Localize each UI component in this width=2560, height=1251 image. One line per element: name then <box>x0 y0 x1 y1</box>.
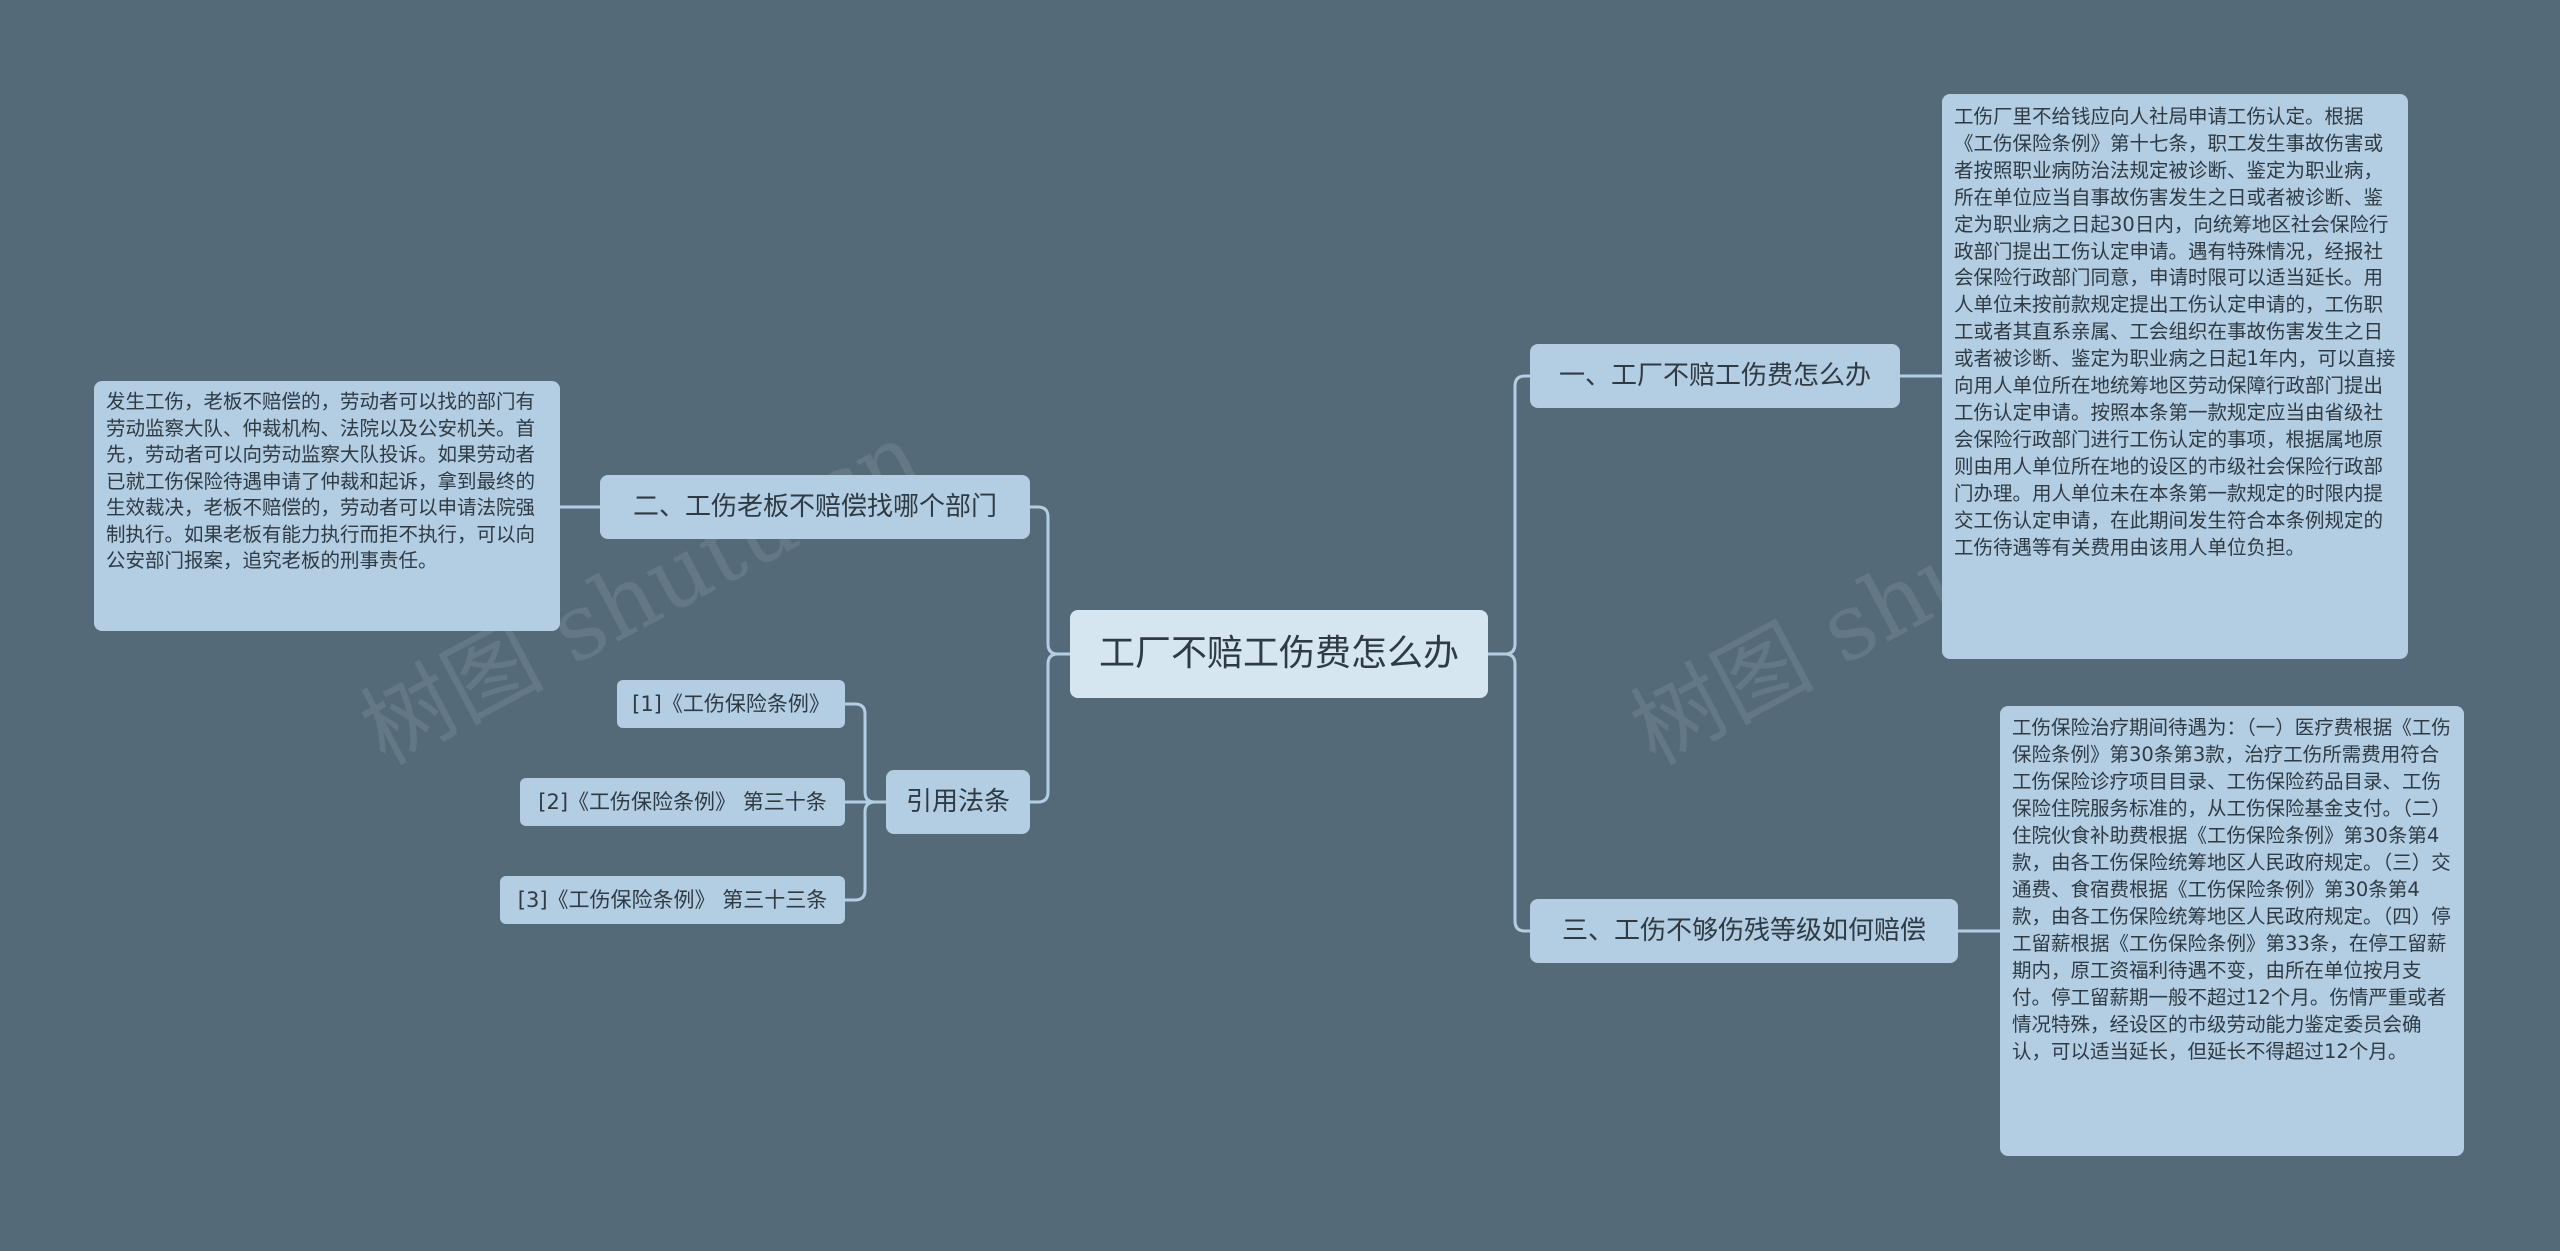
branch-node-4[interactable]: 引用法条 <box>886 770 1030 834</box>
branch-3-detail: 工伤保险治疗期间待遇为：（一）医疗费根据《工伤保险条例》第30条第3款，治疗工伤… <box>2000 706 2464 1156</box>
branch-node-2[interactable]: 二、工伤老板不赔偿找哪个部门 <box>600 475 1030 539</box>
connector-b4-ref1 <box>845 702 886 804</box>
reference-item-2[interactable]: [2]《工伤保险条例》 第三十条 <box>520 778 845 826</box>
branch-node-3[interactable]: 三、工伤不够伤残等级如何赔偿 <box>1530 899 1958 963</box>
connector-b4-ref3 <box>845 800 886 902</box>
connector-root-b3 <box>1488 652 1530 933</box>
branch-node-1[interactable]: 一、工厂不赔工伤费怎么办 <box>1530 344 1900 408</box>
root-node[interactable]: 工厂不赔工伤费怎么办 <box>1070 610 1488 698</box>
connector-root-b1 <box>1488 374 1530 656</box>
reference-item-3[interactable]: [3]《工伤保险条例》 第三十三条 <box>500 876 845 924</box>
connector-root-b2 <box>1030 505 1070 656</box>
branch-1-detail: 工伤厂里不给钱应向人社局申请工伤认定。根据《工伤保险条例》第十七条，职工发生事故… <box>1942 94 2408 659</box>
branch-2-detail: 发生工伤，老板不赔偿的，劳动者可以找的部门有劳动监察大队、仲裁机构、法院以及公安… <box>94 381 560 631</box>
reference-item-1[interactable]: [1]《工伤保险条例》 <box>617 680 845 728</box>
connector-root-b4 <box>1030 652 1070 804</box>
